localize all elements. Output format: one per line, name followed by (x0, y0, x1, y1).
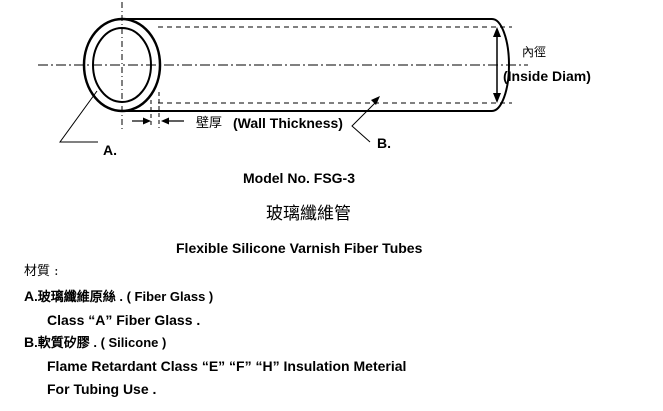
model-number: Model No. FSG-3 (243, 170, 355, 186)
inside-diameter-cn-label: 內徑 (522, 45, 547, 59)
leader-arrowhead-b (371, 96, 380, 105)
material-b-line: B.軟質矽膠 . ( Silicone ) (24, 335, 166, 351)
materials-heading: 材質 : (24, 264, 59, 279)
diameter-arrowhead-top (493, 27, 501, 37)
product-name-en: Flexible Silicone Varnish Fiber Tubes (176, 240, 423, 256)
diameter-arrowhead-bottom (493, 93, 501, 103)
tube-diagram (38, 2, 528, 143)
material-b-text: .軟質矽膠 . ( Silicone ) (34, 335, 167, 350)
label-a: A. (103, 142, 117, 158)
wall-thickness-cn-label: 壁厚 (196, 116, 223, 131)
material-a-key: A (24, 288, 35, 304)
label-b: B. (377, 135, 391, 151)
material-a-description: Class “A” Fiber Glass . (47, 312, 201, 328)
wall-thickness-en-label: (Wall Thickness) (233, 115, 343, 131)
leader-line-b (351, 102, 376, 143)
wall-arrow-left-head (143, 117, 151, 125)
material-b-description-1: Flame Retardant Class “E” “F” “H” Insula… (47, 358, 407, 374)
inside-diameter-en-label: (Inside Diam) (503, 68, 591, 84)
material-a-line: A.玻璃纖維原絲 . ( Fiber Glass ) (24, 289, 213, 305)
material-b-description-2: For Tubing Use . (47, 381, 157, 397)
leader-line-a (59, 90, 98, 143)
material-a-text: .玻璃纖維原絲 . ( Fiber Glass ) (34, 289, 214, 304)
wall-arrow-right-head (161, 117, 169, 125)
product-name-cn: 玻璃纖維管 (266, 204, 351, 224)
material-b-key: B (24, 334, 35, 350)
